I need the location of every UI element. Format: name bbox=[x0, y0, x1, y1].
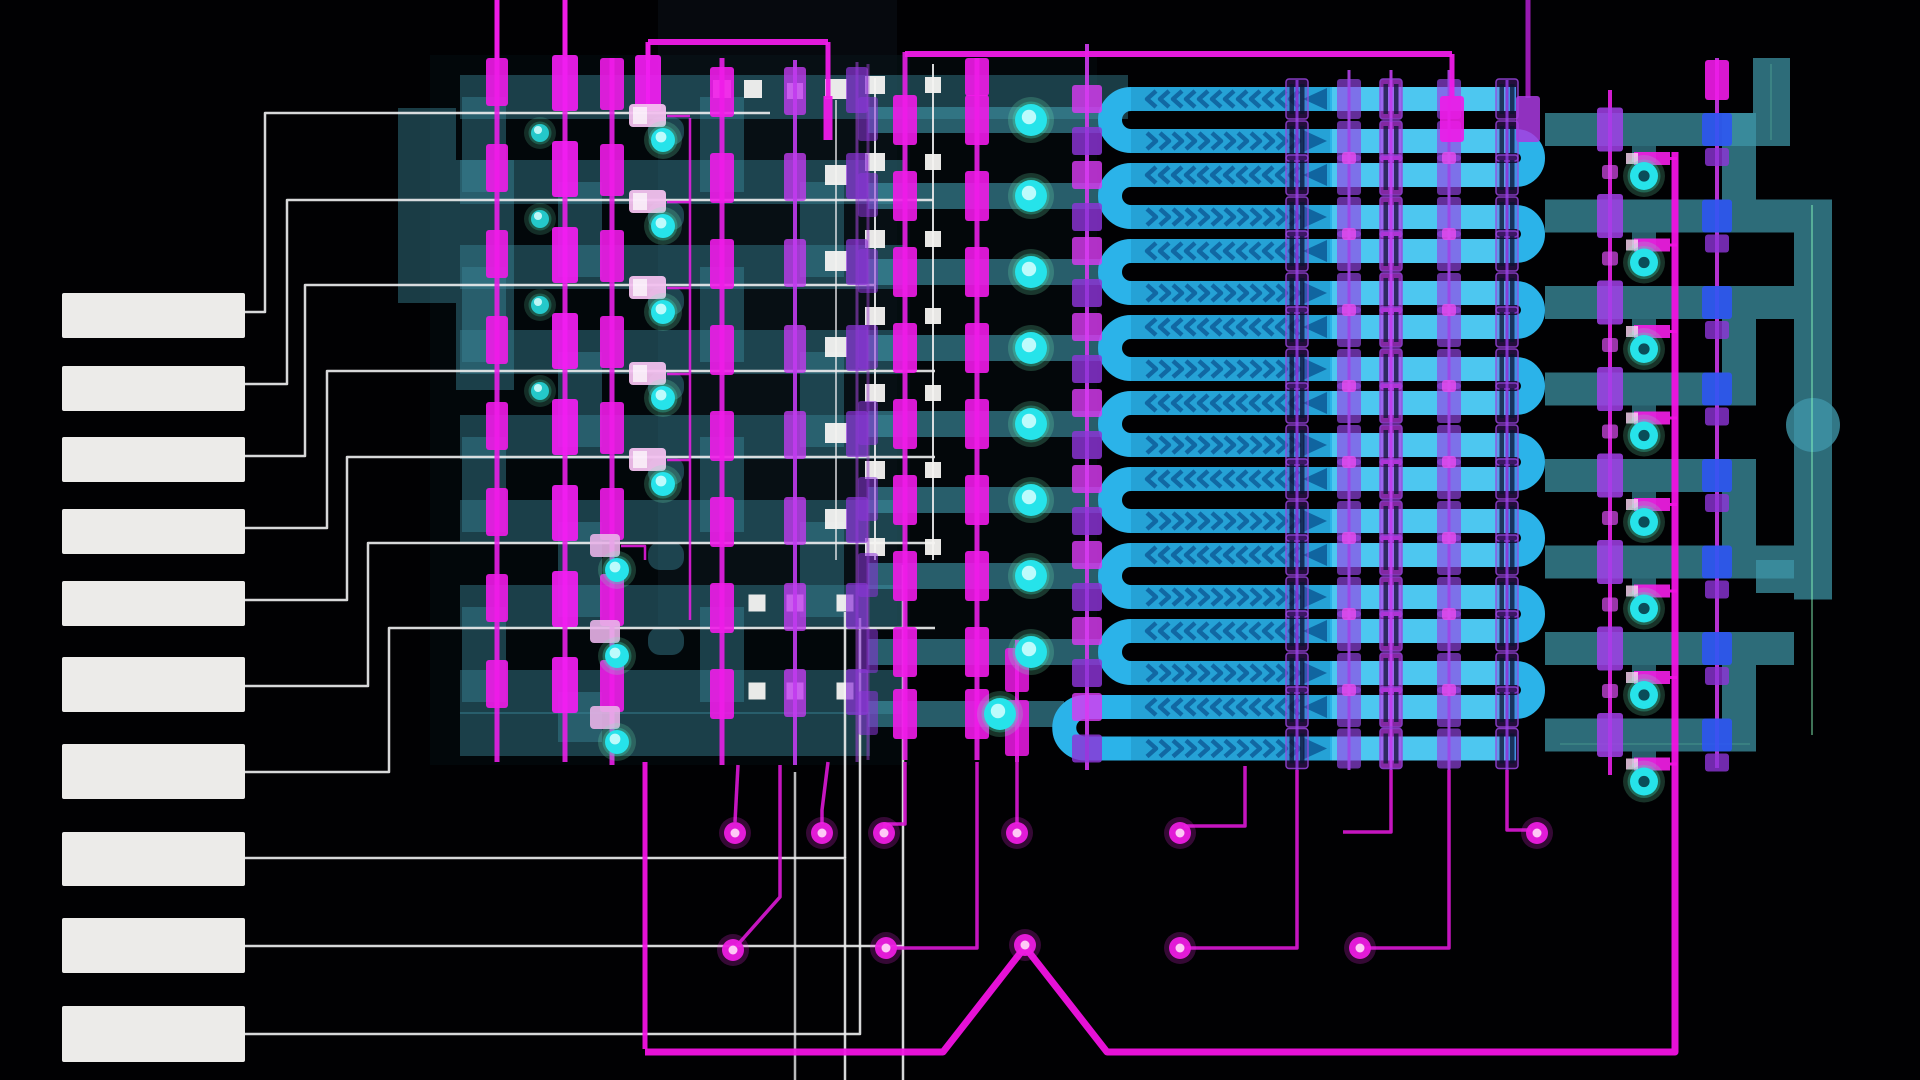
fluid-port-bulb bbox=[598, 551, 636, 589]
control-valve-column bbox=[710, 58, 734, 765]
fluid-port-bulb bbox=[1008, 97, 1054, 143]
control-valve-column bbox=[1495, 78, 1519, 770]
control-valve-column bbox=[1516, 0, 1540, 142]
fluid-port-bulb bbox=[644, 465, 682, 503]
fluid-port-bulb bbox=[644, 207, 682, 245]
fluid-port-bulb bbox=[1008, 173, 1054, 219]
control-via-dot bbox=[868, 817, 900, 849]
electrode-pads bbox=[62, 293, 245, 1062]
bottom-zigzag-control-line bbox=[642, 152, 1679, 1056]
control-valve-column bbox=[552, 0, 578, 762]
control-valve-column bbox=[1702, 58, 1732, 772]
fluid-port-bulb bbox=[977, 691, 1023, 737]
fluid-port-bulb bbox=[1623, 501, 1665, 543]
fluid-port-bulb bbox=[524, 375, 556, 407]
fluid-port-bulb bbox=[1008, 249, 1054, 295]
via-dots bbox=[717, 817, 1553, 966]
fluid-port-bulb bbox=[644, 293, 682, 331]
fluid-port-bulb bbox=[598, 637, 636, 675]
control-via-dot bbox=[1344, 932, 1376, 964]
fluid-port-bulb bbox=[1623, 674, 1665, 716]
fluid-port-bulb bbox=[524, 289, 556, 321]
control-valve-column bbox=[1072, 44, 1102, 770]
control-valve-column bbox=[1005, 640, 1029, 762]
control-via-dot bbox=[870, 932, 902, 964]
control-via-dot bbox=[1164, 817, 1196, 849]
control-valve-column bbox=[784, 60, 806, 765]
fluid-port-bulb bbox=[524, 117, 556, 149]
fluid-port-bulb bbox=[1623, 760, 1665, 803]
control-via-dot bbox=[719, 817, 751, 849]
fluid-port-bulb bbox=[1623, 241, 1665, 284]
fluid-port-bulb bbox=[1623, 587, 1665, 630]
control-jumpers bbox=[494, 0, 1455, 620]
control-valve-column bbox=[1285, 78, 1309, 770]
port-bulbs bbox=[524, 97, 1665, 803]
fluid-port-bulb bbox=[1623, 155, 1665, 197]
control-valve-column bbox=[893, 52, 917, 760]
fluid-port-bulb bbox=[1623, 414, 1665, 457]
fluid-port-bulb bbox=[598, 723, 636, 761]
control-via-dot bbox=[1001, 817, 1033, 849]
control-via-dot bbox=[806, 817, 838, 849]
fluid-port-bulb bbox=[1623, 328, 1665, 370]
pink-membrane-valves bbox=[590, 104, 1670, 771]
control-valve-column bbox=[1440, 96, 1464, 142]
fluid-port-bulb bbox=[1008, 477, 1054, 523]
control-via-dot bbox=[1009, 929, 1041, 961]
fluid-port-bulb bbox=[644, 379, 682, 417]
control-valve-column bbox=[858, 64, 878, 760]
manifold-bulge bbox=[1786, 398, 1840, 452]
control-valve-column bbox=[1337, 70, 1361, 770]
control-valve-column bbox=[486, 0, 508, 762]
control-via-dot bbox=[1521, 817, 1553, 849]
fluid-port-bulb bbox=[1008, 401, 1054, 447]
fluid-port-bulb bbox=[1008, 553, 1054, 599]
fluid-port-bulb bbox=[1008, 325, 1054, 371]
serpentine-path bbox=[1052, 87, 1545, 761]
control-valve-columns bbox=[486, 0, 1732, 775]
fluid-port-bulb bbox=[1008, 629, 1054, 675]
control-via-dot bbox=[1164, 932, 1196, 964]
control-valve-column bbox=[1379, 70, 1403, 770]
control-valve-column bbox=[1597, 90, 1623, 775]
fluid-port-bulb bbox=[644, 121, 682, 159]
valve-tail-lines bbox=[731, 761, 1531, 952]
control-valve-column bbox=[1437, 70, 1461, 770]
serpentine-mixer-channel bbox=[1052, 87, 1545, 761]
control-valve-column bbox=[965, 58, 989, 760]
fluid-port-bulb bbox=[524, 203, 556, 235]
control-via-dot bbox=[717, 934, 749, 966]
